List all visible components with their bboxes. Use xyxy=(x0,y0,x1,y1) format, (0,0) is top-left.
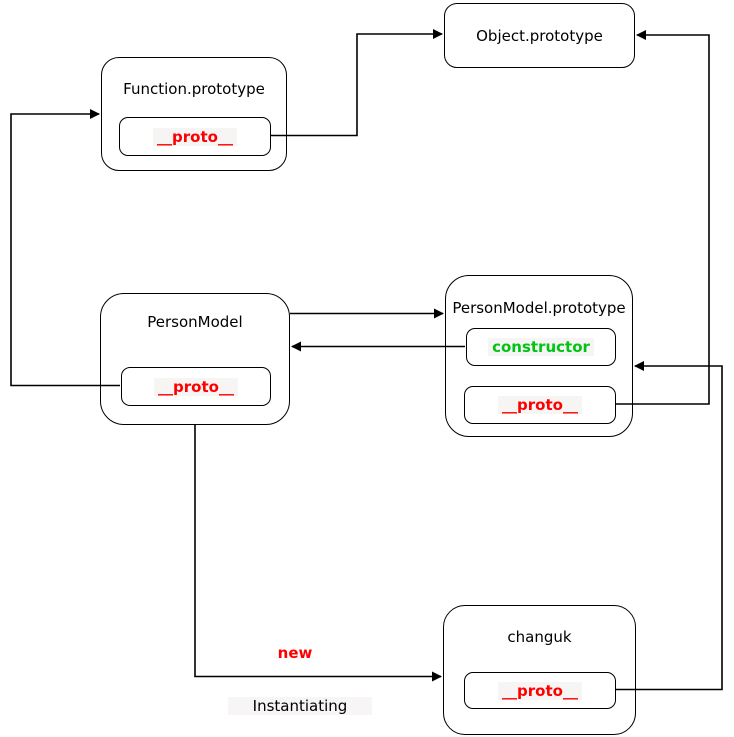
node-title: PersonModel.prototype xyxy=(452,299,626,317)
proto-slot: __proto__ xyxy=(464,672,616,709)
node-title: changuk xyxy=(507,628,572,646)
node-person-model-prototype: PersonModel.prototype constructor __prot… xyxy=(445,275,633,437)
instantiating-label: Instantiating xyxy=(228,697,372,715)
node-title: Object.prototype xyxy=(476,26,603,45)
proto-slot-label: __proto__ xyxy=(498,396,582,414)
constructor-slot-label: constructor xyxy=(488,338,594,356)
edge-personmodel-new-to-changuk xyxy=(194,425,442,682)
new-keyword-label: new xyxy=(277,644,313,662)
constructor-slot: constructor xyxy=(466,328,616,366)
node-function-prototype: Function.prototype __proto__ xyxy=(101,57,287,171)
edge-functionprototype-proto-to-object-prototype xyxy=(270,29,443,137)
proto-slot: __proto__ xyxy=(121,367,271,406)
node-person-model: PersonModel __proto__ xyxy=(100,293,290,425)
proto-slot-label: __proto__ xyxy=(154,377,238,396)
proto-slot: __proto__ xyxy=(464,386,616,424)
node-changuk: changuk __proto__ xyxy=(443,605,636,735)
node-title: PersonModel xyxy=(147,313,243,331)
node-title: Function.prototype xyxy=(123,80,265,98)
proto-slot: __proto__ xyxy=(119,117,271,156)
proto-slot-label: __proto__ xyxy=(498,681,582,700)
proto-slot-label: __proto__ xyxy=(153,127,237,146)
node-object-prototype: Object.prototype xyxy=(444,3,635,68)
